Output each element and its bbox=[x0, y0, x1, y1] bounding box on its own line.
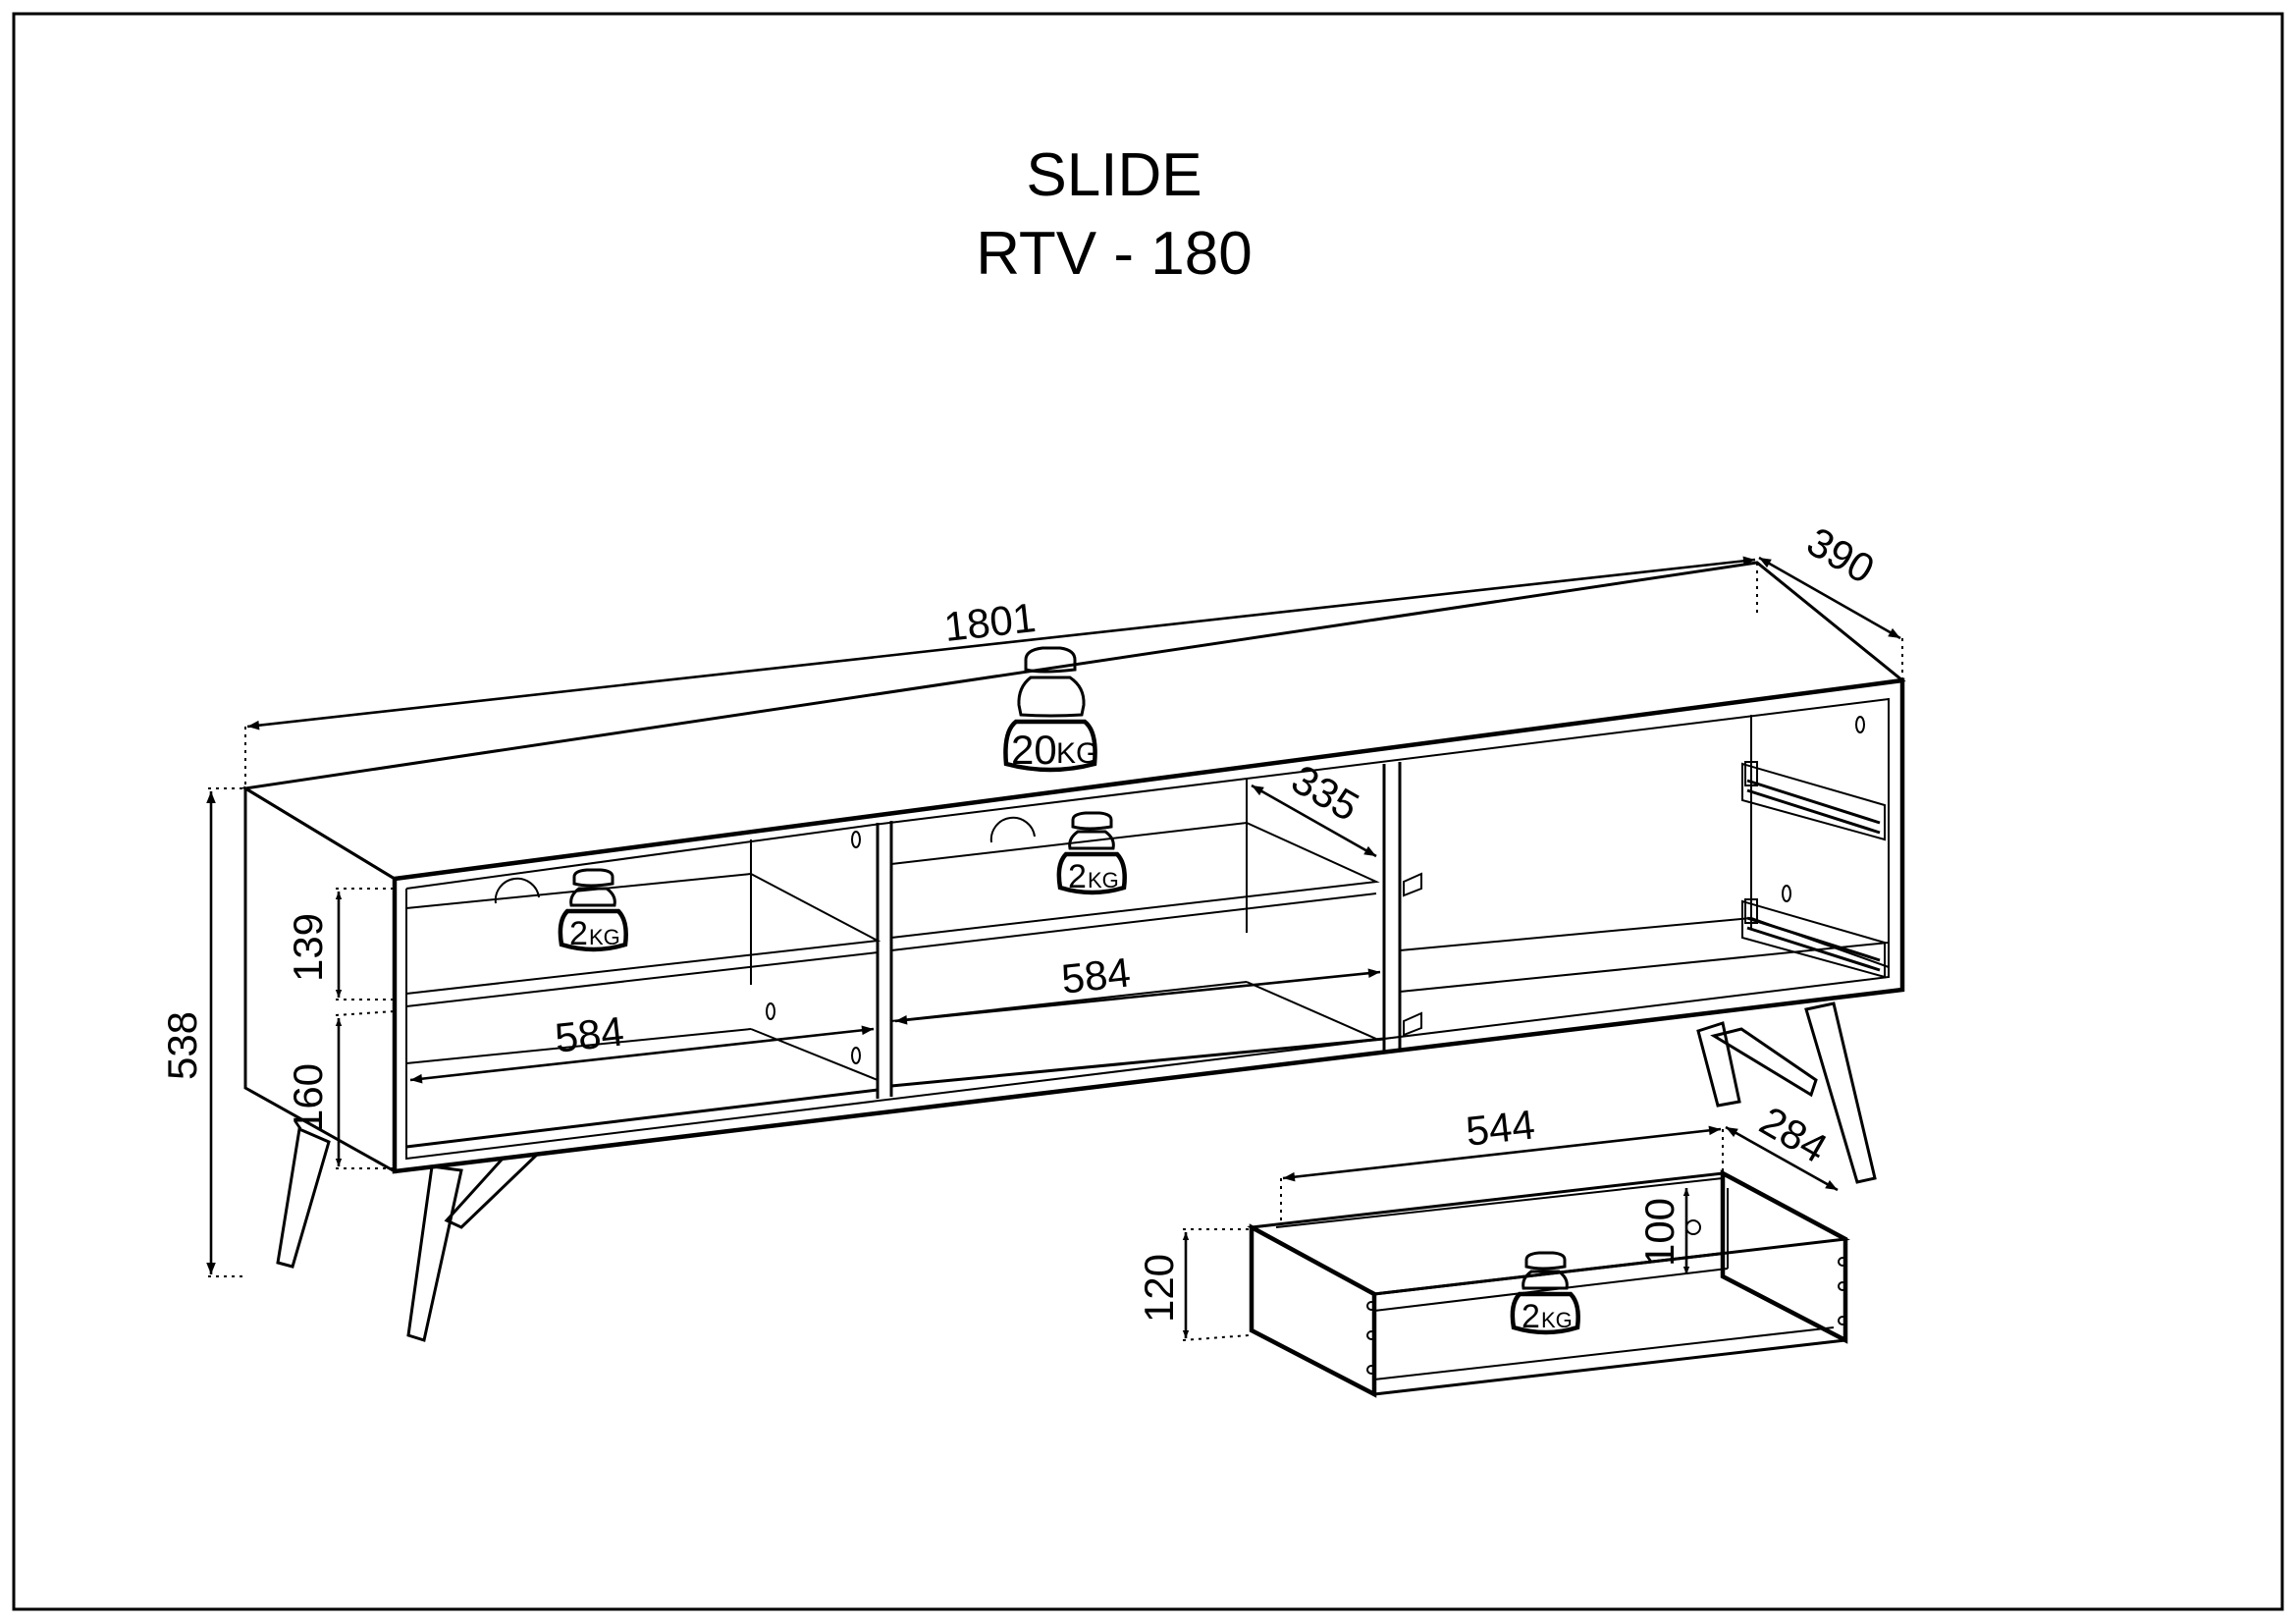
load-drawer-number: 2 bbox=[1522, 1298, 1540, 1335]
load-middle-unit: KG bbox=[1088, 868, 1119, 893]
drawer-runner-lower bbox=[1741, 898, 1886, 979]
dim-left-width: 584 bbox=[553, 1007, 626, 1060]
product-name: SLIDE bbox=[1026, 141, 1202, 209]
dim-line-drawer-depth bbox=[1725, 1125, 1839, 1192]
page-frame bbox=[12, 12, 2284, 1611]
dim-height: 538 bbox=[159, 1011, 205, 1080]
dim-line-middle-width bbox=[894, 968, 1381, 1025]
dim-line-depth bbox=[1758, 556, 1901, 640]
dim-drawer-width: 544 bbox=[1464, 1101, 1537, 1154]
load-top-number: 20 bbox=[1011, 727, 1057, 773]
load-drawer-unit: KG bbox=[1541, 1308, 1573, 1332]
dim-middle-width: 584 bbox=[1059, 948, 1133, 1001]
weight-2kg-drawer-icon: 2 KG bbox=[1510, 1251, 1580, 1335]
weight-20kg-icon: 20 KG bbox=[1003, 646, 1098, 773]
drawer-runner-upper bbox=[1741, 761, 1886, 841]
dim-lower-compartment: 160 bbox=[285, 1063, 331, 1132]
load-top-unit: KG bbox=[1056, 737, 1098, 770]
dim-upper-compartment: 139 bbox=[285, 913, 331, 982]
dim-drawer-inner-height: 100 bbox=[1636, 1198, 1682, 1267]
load-left-number: 2 bbox=[569, 915, 588, 952]
weight-2kg-middle-icon: 2 KG bbox=[1056, 811, 1127, 895]
dim-drawer-depth: 284 bbox=[1752, 1098, 1835, 1172]
leg-front-left-b bbox=[406, 1164, 463, 1342]
dim-line-width bbox=[246, 556, 1756, 730]
dim-width: 1801 bbox=[941, 594, 1038, 650]
leg-front-left-a bbox=[276, 1126, 331, 1269]
dim-depth: 390 bbox=[1799, 518, 1882, 593]
product-model: RTV - 180 bbox=[976, 220, 1253, 288]
leg-right-b bbox=[1804, 1001, 1877, 1184]
drawer bbox=[1247, 1169, 1850, 1398]
load-left-unit: KG bbox=[589, 925, 620, 949]
dim-line-left-width bbox=[409, 1025, 875, 1084]
load-middle-number: 2 bbox=[1068, 858, 1087, 895]
leg-right-a bbox=[1696, 1021, 1741, 1108]
dim-drawer-outer-height: 120 bbox=[1136, 1254, 1182, 1323]
weight-2kg-left-icon: 2 KG bbox=[558, 868, 628, 952]
dim-line-shelf-depth bbox=[1251, 784, 1377, 858]
cabinet-left-side bbox=[243, 785, 397, 1174]
dim-line-drawer-width bbox=[1282, 1125, 1722, 1182]
